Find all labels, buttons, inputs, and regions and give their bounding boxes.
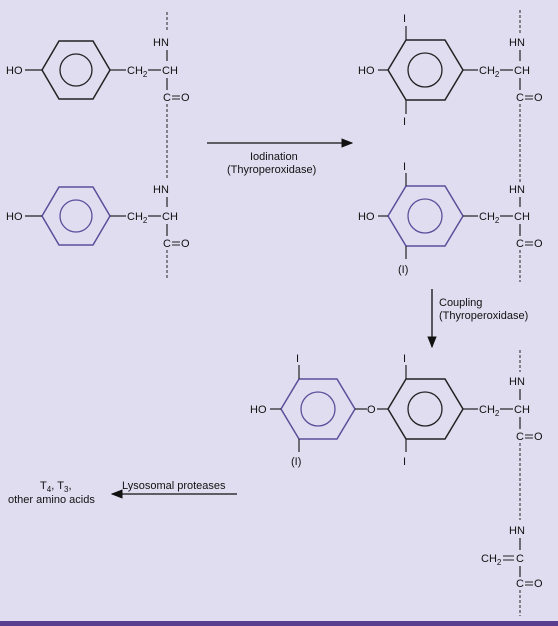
coupling-step: Coupling (Thyroperoxidase)	[427, 289, 528, 349]
coupling-enzyme-label: (Thyroperoxidase)	[439, 310, 528, 322]
hydroxyl-label: HO	[250, 404, 267, 416]
hydroxyl-label: HO	[358, 211, 375, 223]
iodination-step: Iodination (Thyroperoxidase)	[207, 138, 354, 176]
released-products: T4,T3, other amino acids	[8, 480, 95, 506]
dehydroalanine-residue: HN CH2 C C O	[481, 525, 543, 616]
alpha-carbon-label: CH	[162, 211, 178, 223]
carbonyl-o-label: O	[534, 238, 543, 250]
iodotyrosine-residue: HO I (I) CH2 CH HN C O	[358, 161, 543, 282]
hydroxyl-label: HO	[6, 211, 23, 223]
coupling-label: Coupling	[439, 297, 482, 309]
alpha-carbon-label: CH	[514, 65, 530, 77]
amide-nh-label: HN	[509, 376, 525, 388]
amide-nh-label: HN	[509, 525, 525, 537]
alpha-carbon-label: C	[516, 553, 524, 565]
amide-nh-label: HN	[153, 37, 169, 49]
carbonyl-o-label: O	[534, 431, 543, 443]
bottom-border	[0, 621, 558, 626]
methylene-label: CH2	[479, 65, 500, 79]
t4-t3-label: T4,T3,	[40, 480, 72, 494]
iodine-label: I	[403, 456, 406, 468]
iodination-enzyme-label: (Thyroperoxidase)	[227, 164, 316, 176]
carbonyl-o-label: O	[534, 578, 543, 590]
carbonyl-o-label: O	[534, 92, 543, 104]
diiodotyrosine-residue: HO I I CH2 CH HN C O	[358, 10, 543, 182]
iodine-label: I	[403, 161, 406, 173]
carbonyl-c-label: C	[163, 92, 171, 104]
iodothyronine-residue: HO I (I) O I I CH2 CH HN C O	[250, 350, 543, 520]
hydroxyl-label: HO	[6, 65, 23, 77]
alpha-carbon-label: CH	[514, 211, 530, 223]
carbonyl-c-label: C	[516, 578, 524, 590]
carbonyl-o-label: O	[181, 92, 190, 104]
methylene-label: CH2	[479, 404, 500, 418]
carbonyl-o-label: O	[181, 238, 190, 250]
carbonyl-c-label: C	[163, 238, 171, 250]
iodine-label: I	[403, 13, 406, 25]
methylene-label: CH2	[127, 211, 148, 225]
tyrosine-residue-bottom: HO CH2 CH HN C O	[6, 125, 190, 280]
carbonyl-c-label: C	[516, 431, 524, 443]
alpha-carbon-label: CH	[162, 65, 178, 77]
carbonyl-c-label: C	[516, 92, 524, 104]
methylene-label: CH2	[481, 553, 502, 567]
other-amino-acids-label: other amino acids	[8, 494, 95, 506]
tyrosine-residue-top: HO CH2 CH HN C O	[6, 12, 190, 125]
carbonyl-c-label: C	[516, 238, 524, 250]
amide-nh-label: HN	[509, 184, 525, 196]
proteolysis-step: Lysosomal proteases	[110, 480, 237, 499]
amide-nh-label: HN	[509, 37, 525, 49]
iodine-label: I	[403, 353, 406, 365]
optional-iodine-label: (I)	[398, 264, 408, 276]
proteolysis-label: Lysosomal proteases	[122, 480, 226, 492]
hydroxyl-label: HO	[358, 65, 375, 77]
iodine-label: I	[296, 353, 299, 365]
ether-oxygen-label: O	[367, 404, 376, 416]
iodination-label: Iodination	[250, 151, 298, 163]
optional-iodine-label: (I)	[291, 456, 301, 468]
amide-nh-label: HN	[153, 184, 169, 196]
methylene-label: CH2	[127, 65, 148, 79]
alpha-carbon-label: CH	[514, 404, 530, 416]
methylene-label: CH2	[479, 211, 500, 225]
iodine-label: I	[403, 116, 406, 128]
